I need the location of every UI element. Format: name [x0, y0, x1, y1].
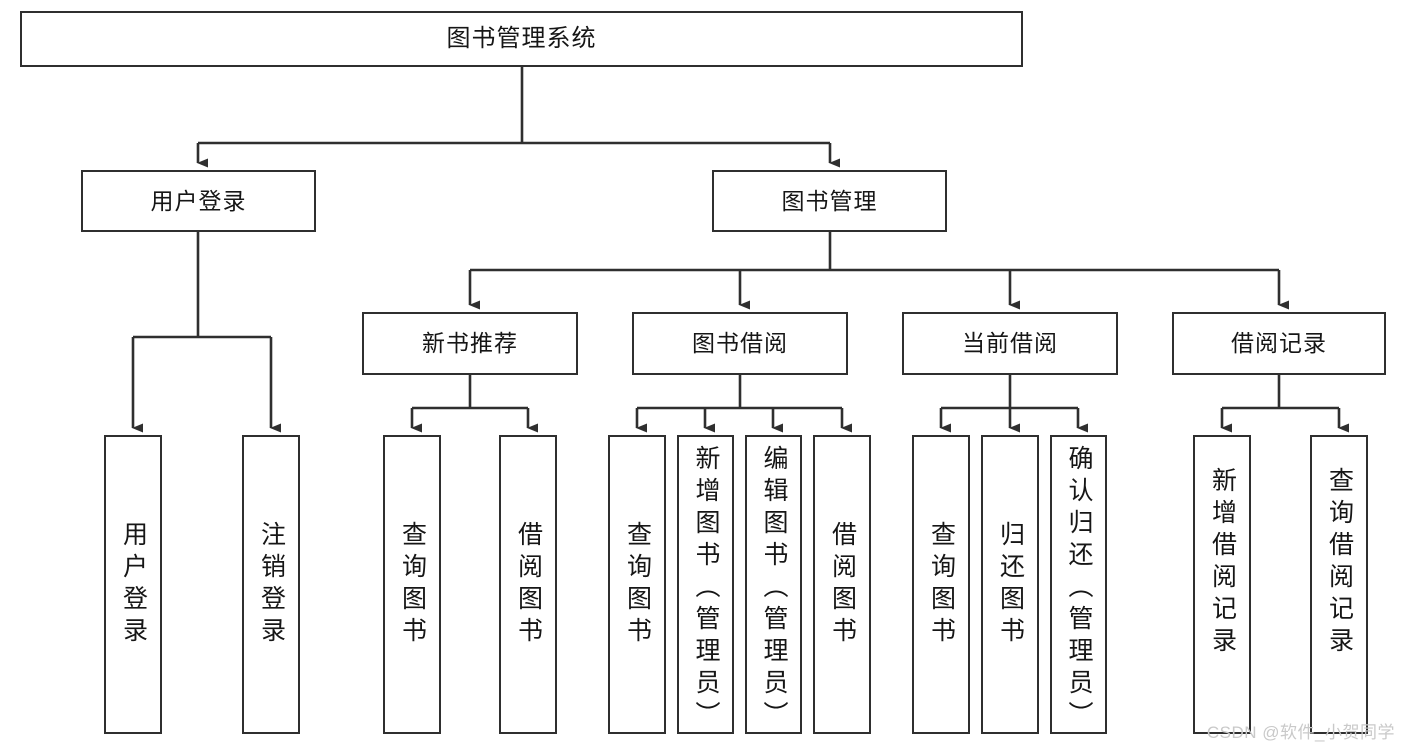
node-label: 新书推荐 — [422, 330, 518, 357]
node-label: 注销登录 — [257, 521, 286, 649]
leaf-add-borrow-record[interactable]: 新增借阅记录 — [1193, 435, 1251, 734]
watermark-text: CSDN @软件_小贺同学 — [1206, 723, 1395, 742]
node-label: 查询图书 — [398, 521, 427, 649]
leaf-borrow-book-nb[interactable]: 借阅图书 — [499, 435, 557, 734]
node-label: 查询借阅记录 — [1325, 467, 1354, 659]
node-new-book-recommend[interactable]: 新书推荐 — [362, 312, 578, 375]
node-label: 用户登录 — [119, 521, 148, 649]
node-label: 借阅图书 — [828, 521, 857, 649]
leaf-user-login[interactable]: 用户登录 — [104, 435, 162, 734]
leaf-logout[interactable]: 注销登录 — [242, 435, 300, 734]
leaf-query-book-bb[interactable]: 查询图书 — [608, 435, 666, 734]
node-book-management[interactable]: 图书管理 — [712, 170, 947, 232]
leaf-borrow-book-bb[interactable]: 借阅图书 — [813, 435, 871, 734]
leaf-return-book[interactable]: 归还图书 — [981, 435, 1039, 734]
node-label: 当前借阅 — [962, 330, 1058, 357]
node-label: 确认归还（管理员） — [1065, 445, 1093, 733]
node-current-borrow[interactable]: 当前借阅 — [902, 312, 1118, 375]
node-label: 编辑图书（管理员） — [760, 445, 788, 733]
node-label: 借阅记录 — [1231, 330, 1327, 357]
node-label: 图书借阅 — [692, 330, 788, 357]
node-label: 归还图书 — [996, 521, 1025, 649]
node-book-borrow[interactable]: 图书借阅 — [632, 312, 848, 375]
leaf-query-book-cb[interactable]: 查询图书 — [912, 435, 970, 734]
node-label: 用户登录 — [150, 187, 247, 214]
node-label: 图书管理系统 — [446, 25, 597, 53]
node-label: 新增借阅记录 — [1208, 467, 1237, 659]
leaf-edit-book-admin[interactable]: 编辑图书（管理员） — [745, 435, 802, 734]
node-borrow-record[interactable]: 借阅记录 — [1172, 312, 1386, 375]
node-label: 借阅图书 — [514, 521, 543, 649]
node-root-book-management-system[interactable]: 图书管理系统 — [20, 11, 1023, 67]
leaf-confirm-return-admin[interactable]: 确认归还（管理员） — [1050, 435, 1107, 734]
node-label: 查询图书 — [623, 521, 652, 649]
node-user-login[interactable]: 用户登录 — [81, 170, 316, 232]
node-label: 图书管理 — [781, 187, 878, 214]
node-label: 新增图书（管理员） — [692, 445, 720, 733]
leaf-query-borrow-record[interactable]: 查询借阅记录 — [1310, 435, 1368, 734]
node-label: 查询图书 — [927, 521, 956, 649]
leaf-add-book-admin[interactable]: 新增图书（管理员） — [677, 435, 734, 734]
leaf-query-book-nb[interactable]: 查询图书 — [383, 435, 441, 734]
